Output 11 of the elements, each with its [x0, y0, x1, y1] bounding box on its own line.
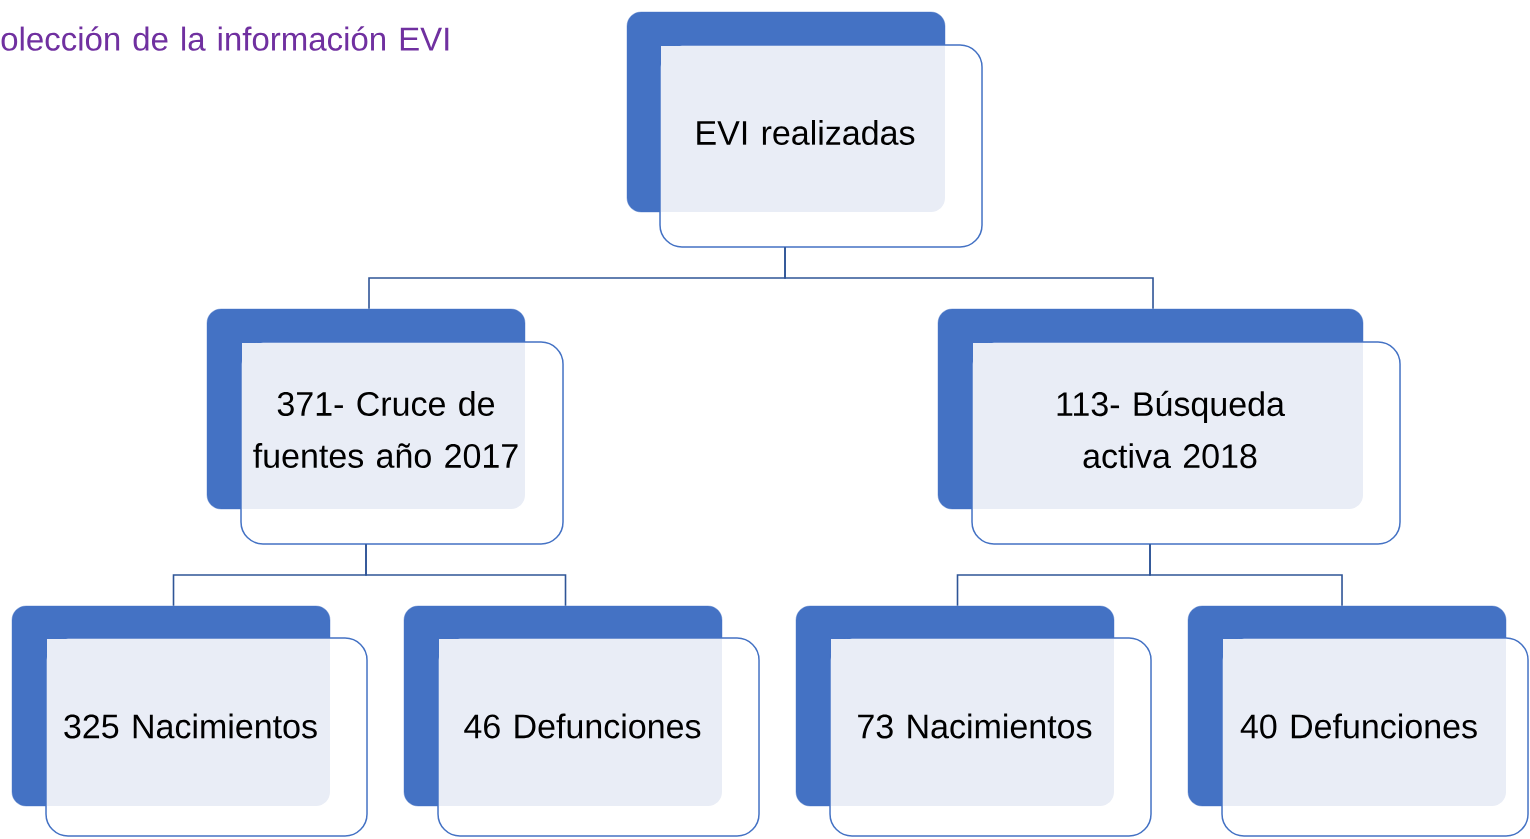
org-box: 40 Defunciones — [1187, 605, 1529, 837]
connector-line — [365, 543, 567, 607]
org-box: 325 Nacimientos — [11, 605, 368, 837]
connector-line — [784, 246, 1154, 310]
connector-line — [1149, 543, 1343, 607]
title: olección de la información EVI — [1, 26, 449, 51]
org-box: 113- Búsqueda activa 2018 — [937, 308, 1401, 545]
org-box: 73 Nacimientos — [795, 605, 1152, 837]
org-box: 46 Defunciones — [403, 605, 760, 837]
org-box: EVI realizadas — [626, 11, 983, 248]
org-box: 371- Cruce de fuentes año 2017 — [206, 308, 564, 545]
